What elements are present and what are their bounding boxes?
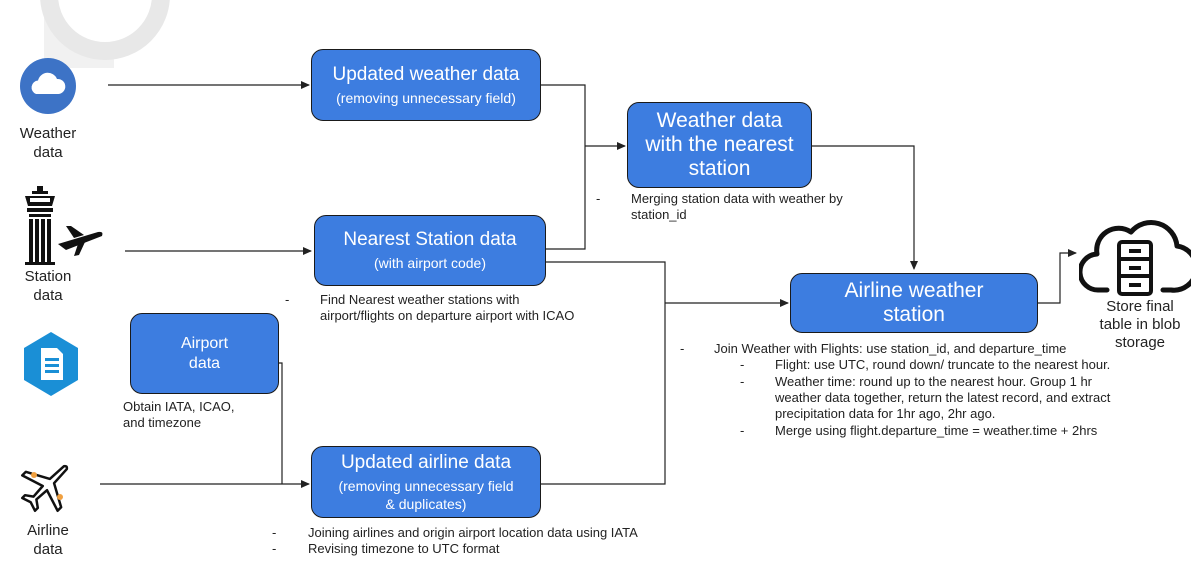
line-nearest-merge xyxy=(546,146,586,250)
bullet-dash: - xyxy=(272,525,277,540)
box-line: Weather data xyxy=(656,109,783,132)
weather-time-note: Weather time: round up to the nearest ho… xyxy=(775,374,1111,421)
airline-weather-station-box: Airline weather station xyxy=(790,273,1038,333)
bullet-dash: - xyxy=(680,341,685,356)
box-subtitle: (removing unnecessary field) xyxy=(336,89,516,106)
line-nearest-to-join xyxy=(546,261,666,303)
box-title: Updated weather data xyxy=(332,63,520,85)
document-icon xyxy=(24,332,78,396)
airplane-icon xyxy=(21,464,69,512)
nearest-station-data-box: Nearest Station data (with airport code) xyxy=(314,215,546,286)
joining-airlines-note: Joining airlines and origin airport loca… xyxy=(308,525,638,540)
box-line: with the nearest xyxy=(645,133,794,156)
box-line: Airline weather xyxy=(844,279,984,302)
box-line: data xyxy=(188,354,221,372)
box-subtitle: (removing unnecessary field xyxy=(338,477,514,494)
cloud-icon xyxy=(20,58,76,114)
updated-airline-data-box: Updated airline data (removing unnecessa… xyxy=(311,446,541,518)
arrow-weather-nearest-to-airline xyxy=(812,145,918,270)
line-airport-to-updated xyxy=(279,362,283,484)
box-title: Nearest Station data xyxy=(343,229,517,250)
bullet-dash: - xyxy=(285,292,290,307)
updated-weather-data-box: Updated weather data (removing unnecessa… xyxy=(311,49,541,121)
obtain-iata-note: Obtain IATA, ICAO,and timezone xyxy=(123,399,235,430)
flight-utc-note: Flight: use UTC, round down/ truncate to… xyxy=(775,357,1111,372)
line-airline-to-join xyxy=(541,303,666,485)
merge-using-note: Merge using flight.departure_time = weat… xyxy=(775,423,1098,438)
box-title: Updated airline data xyxy=(340,451,512,473)
bullet-dash: - xyxy=(596,191,601,206)
box-line: Airport xyxy=(180,334,229,352)
revising-timezone-note: Revising timezone to UTC format xyxy=(308,541,500,556)
box-line: station xyxy=(688,157,751,180)
bullet-dash: - xyxy=(740,357,745,372)
bullet-dash: - xyxy=(272,541,277,556)
bullet-dash: - xyxy=(740,374,745,389)
line-updated-weather-merge xyxy=(541,84,586,146)
cloud-storage-icon xyxy=(1079,220,1191,296)
box-subtitle: (with airport code) xyxy=(373,255,487,271)
arrow-airline-to-storage xyxy=(1038,249,1077,304)
bullet-dash: - xyxy=(740,423,745,438)
box-subtitle: & duplicates) xyxy=(385,495,467,512)
airport-data-box: Airport data xyxy=(130,313,279,394)
box-line: station xyxy=(883,303,945,326)
join-weather-note: Join Weather with Flights: use station_i… xyxy=(714,341,1067,356)
control-tower-icon xyxy=(25,186,103,265)
weather-nearest-station-box: Weather data with the nearest station xyxy=(627,102,812,188)
